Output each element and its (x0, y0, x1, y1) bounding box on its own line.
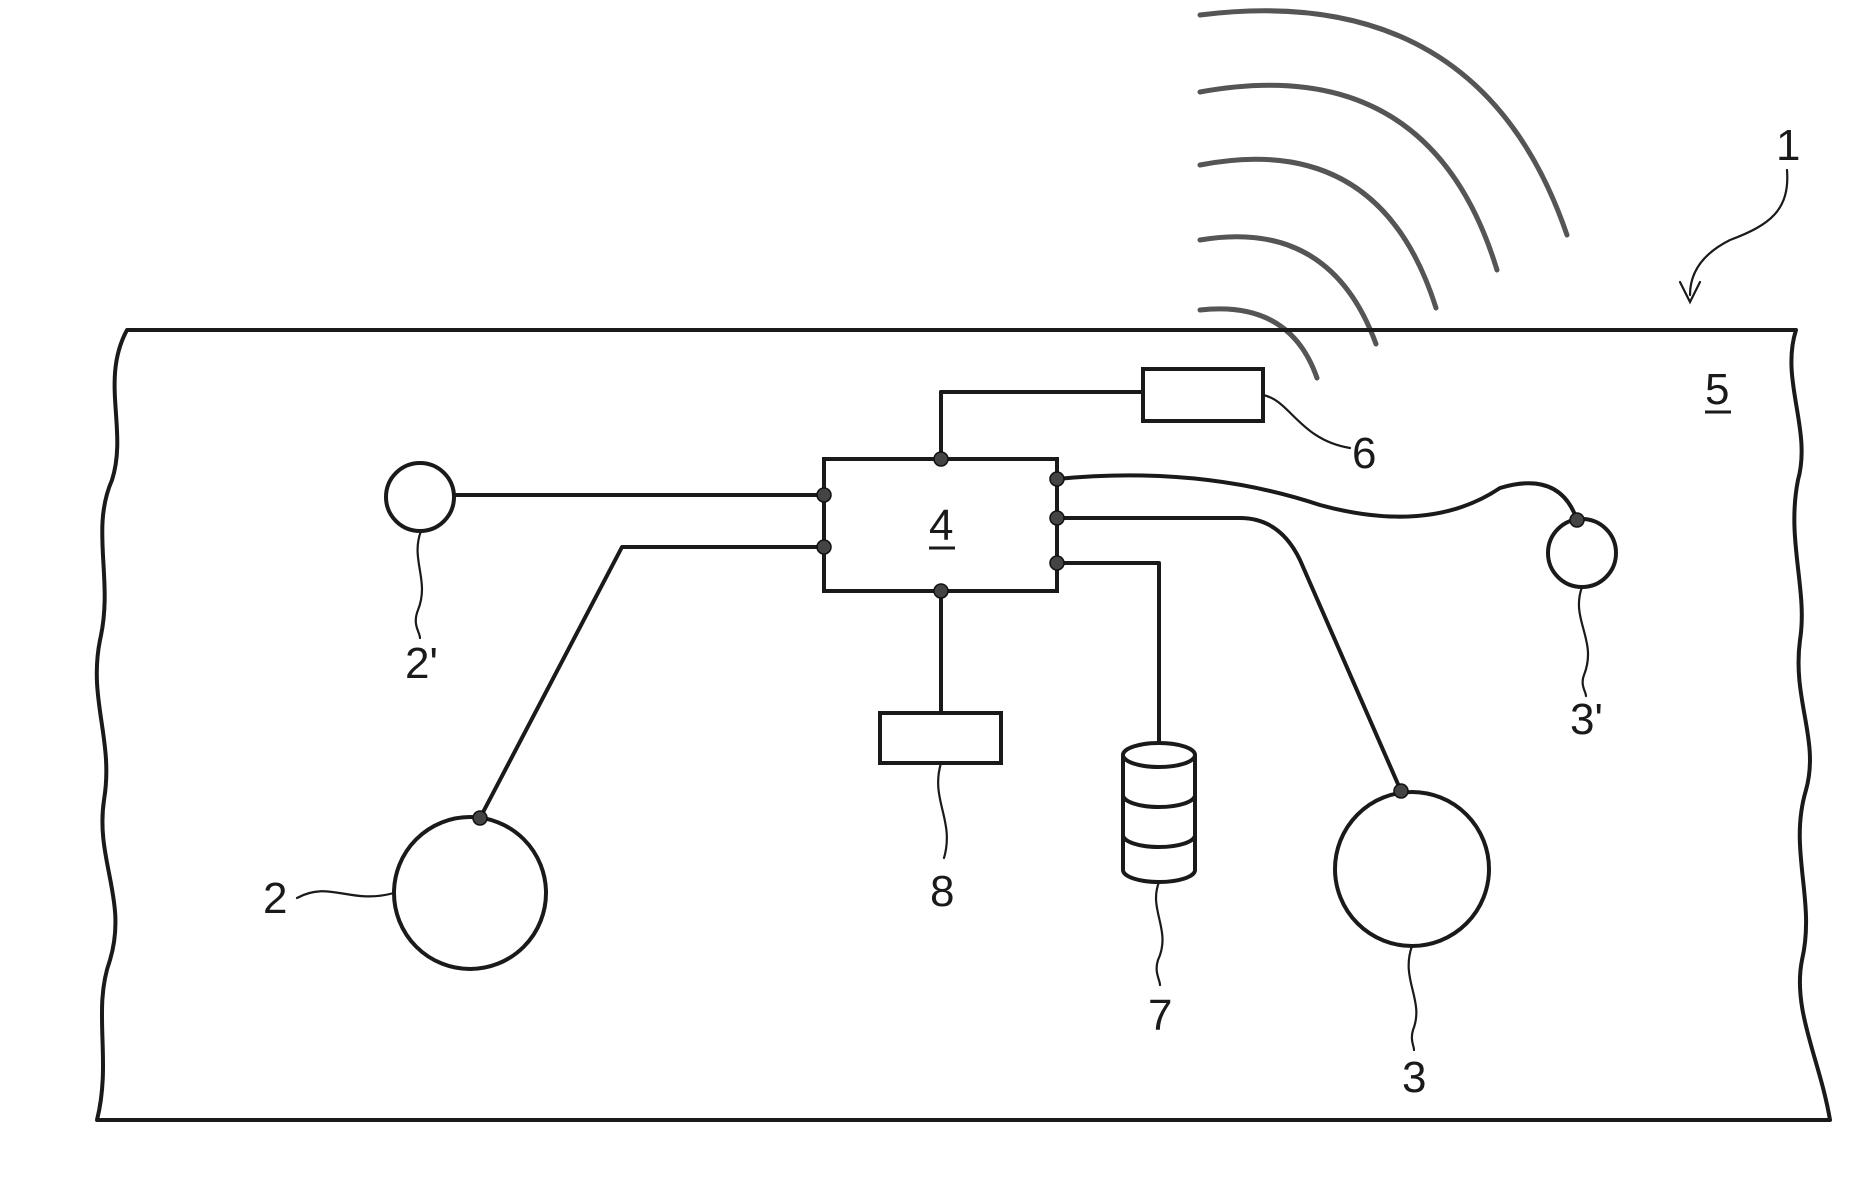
connector-dot (1050, 472, 1064, 486)
leader-7 (1156, 882, 1163, 985)
label-vehicle-body: 5 (1705, 365, 1729, 414)
wiring (455, 392, 1577, 818)
leader-2 (297, 891, 394, 898)
connector-dot (1570, 513, 1584, 527)
signal-wave-3 (1200, 159, 1436, 308)
wire-sensor-3 (1057, 518, 1401, 791)
battery-stack (1123, 743, 1195, 882)
wire-sensor-3-prime (1057, 475, 1577, 520)
sensor-small-right (1548, 519, 1616, 587)
module-box (880, 713, 1001, 763)
signal-wave-5 (1200, 11, 1567, 235)
sensor-large-right (1335, 792, 1489, 946)
wireless-signal-waves (1200, 11, 1567, 378)
label-sensor-small-left: 2' (405, 639, 438, 688)
wire-battery (1057, 563, 1159, 747)
battery-top (1123, 743, 1195, 767)
label-transmitter: 6 (1352, 429, 1376, 478)
connector-dot (817, 540, 831, 554)
control-unit-label: 4 (929, 501, 953, 550)
connector-dot (1050, 556, 1064, 570)
connector-dot (934, 584, 948, 598)
label-system: 1 (1776, 121, 1800, 170)
signal-wave-4 (1200, 85, 1497, 270)
leader-2-prime (416, 531, 422, 638)
leader-8 (938, 763, 947, 858)
sensor-small-left (386, 463, 454, 531)
wire-sensor-2 (480, 547, 824, 818)
battery-body (1123, 755, 1195, 882)
leader-6 (1263, 395, 1350, 448)
leader-3 (1409, 946, 1417, 1050)
signal-wave-2 (1200, 237, 1376, 344)
label-battery: 7 (1148, 991, 1172, 1040)
connector-dot (817, 488, 831, 502)
connector-dot (473, 811, 487, 825)
label-sensor-large-left: 2 (263, 874, 287, 923)
leader-1 (1690, 170, 1787, 295)
transmitter-box (1143, 369, 1263, 421)
sensor-large-left (394, 817, 546, 969)
label-module: 8 (930, 867, 954, 916)
label-sensor-small-right: 3' (1570, 695, 1603, 744)
leader-3-prime (1579, 587, 1588, 696)
connector-dot (934, 452, 948, 466)
connector-dot (1394, 784, 1408, 798)
connector-dot (1050, 511, 1064, 525)
label-sensor-large-right: 3 (1402, 1053, 1426, 1102)
